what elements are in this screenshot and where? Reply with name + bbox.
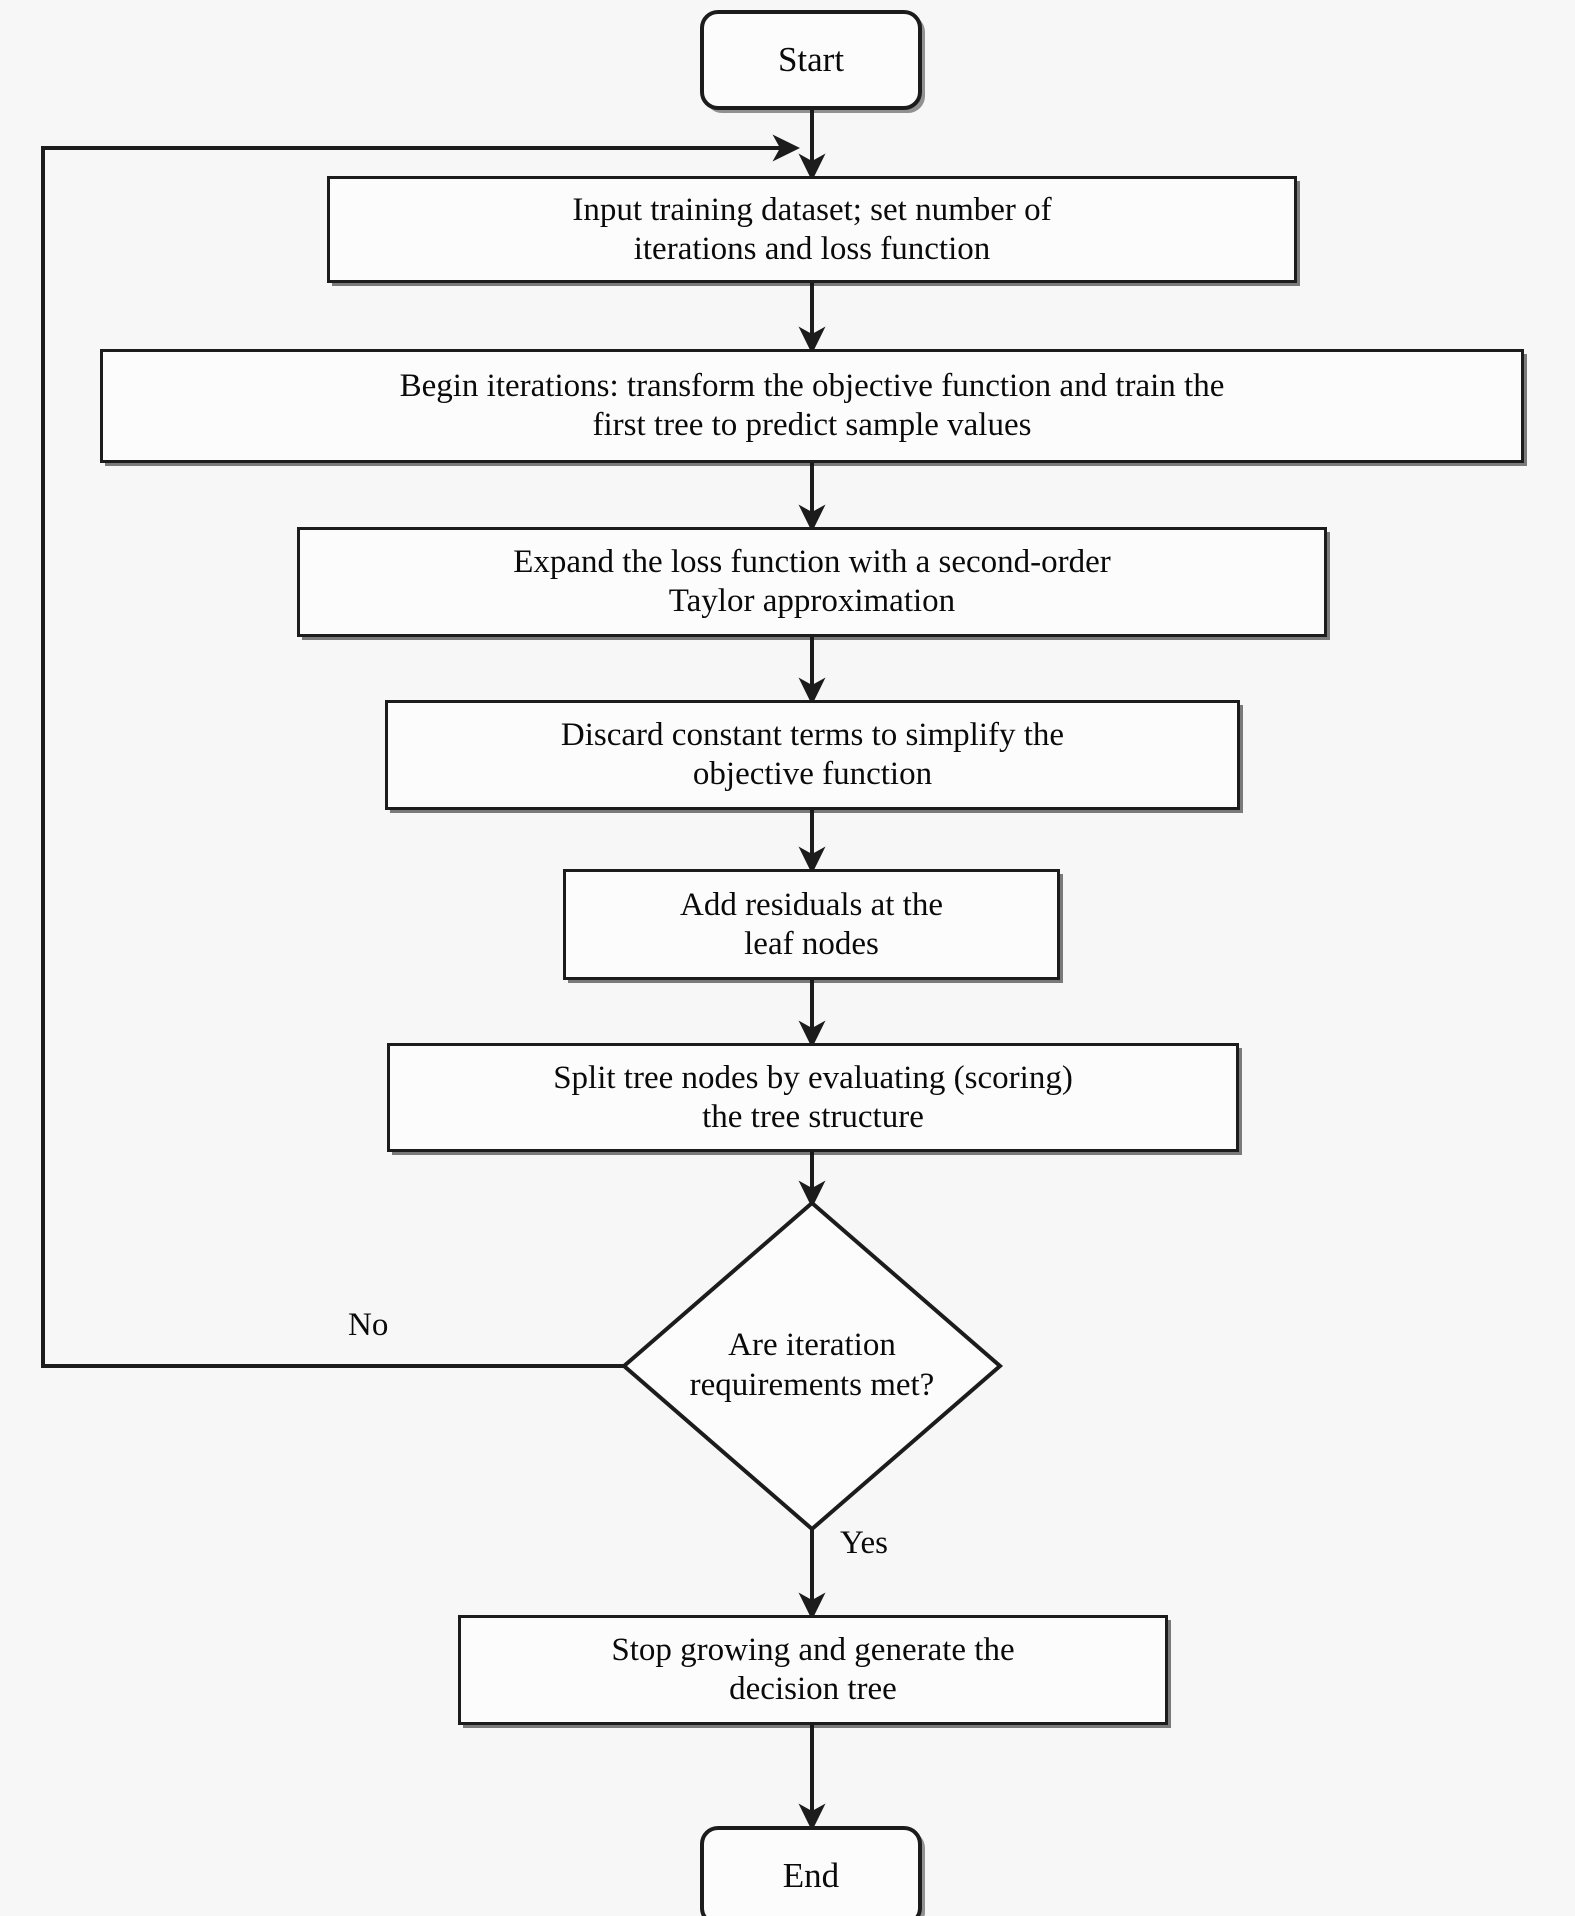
node-add-residuals: Add residuals at the leaf nodes [563, 869, 1060, 980]
node-input-training-dataset: Input training dataset; set number of it… [327, 176, 1297, 283]
node-split-tree-nodes: Split tree nodes by evaluating (scoring)… [387, 1043, 1239, 1152]
node-add-residuals-label: Add residuals at the leaf nodes [679, 886, 944, 962]
node-input-training-dataset-label: Input training dataset; set number of it… [572, 191, 1052, 267]
node-taylor-expansion-label: Expand the loss function with a second-o… [513, 544, 1111, 619]
node-begin-iterations-label: Begin iterations: transform the objectiv… [399, 368, 1225, 443]
node-discard-constant-terms: Discard constant terms to simplify the o… [385, 700, 1240, 810]
node-start: Start [700, 10, 922, 110]
edge-label-no: No [348, 1307, 389, 1343]
node-decision-iteration-requirements: Are iteration requirements met? [624, 1203, 1000, 1529]
node-split-tree-nodes-label: Split tree nodes by evaluating (scoring)… [553, 1059, 1073, 1135]
node-stop-growing: Stop growing and generate the decision t… [458, 1615, 1168, 1725]
node-discard-constant-terms-label: Discard constant terms to simplify the o… [560, 717, 1065, 792]
node-end-label: End [782, 1856, 840, 1896]
node-decision-label: Are iteration requirements met? [689, 1327, 935, 1403]
node-stop-growing-label: Stop growing and generate the decision t… [611, 1632, 1015, 1707]
node-end: End [700, 1826, 922, 1916]
edge-label-yes: Yes [840, 1525, 889, 1561]
node-taylor-expansion: Expand the loss function with a second-o… [297, 527, 1327, 637]
node-begin-iterations: Begin iterations: transform the objectiv… [100, 349, 1524, 463]
node-start-label: Start [777, 40, 845, 80]
